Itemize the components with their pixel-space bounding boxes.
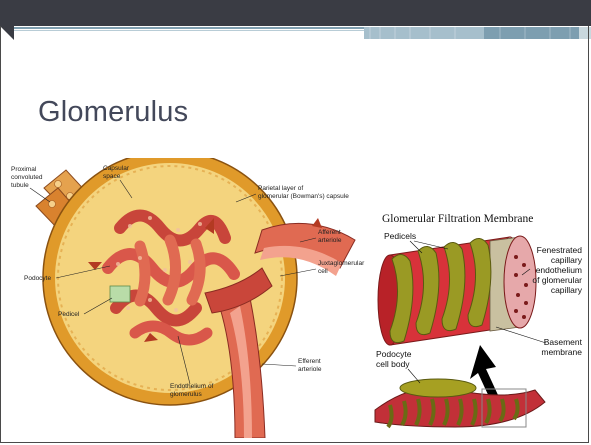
label-proximal-line3: tubule: [11, 182, 29, 189]
label-basement-line1: Basement: [544, 337, 583, 347]
label-parietal-line2: glomerular (Bowman's) capsule: [258, 193, 349, 200]
label-proximal-line1: Proximal: [11, 166, 37, 173]
label-capsular-line1: Capsular: [103, 165, 130, 172]
label-podocyte: Podocyte: [24, 275, 51, 282]
label-efferent-line2: arteriole: [298, 366, 322, 373]
label-efferent-line1: Efferent: [298, 358, 321, 365]
label-parietal-line1: Parietal layer of: [258, 185, 303, 192]
slide-top-bar: [0, 0, 591, 26]
filtration-membrane-diagram: Glomerular Filtration Membrane: [370, 195, 588, 445]
top-bar-decoration: [0, 0, 591, 26]
membrane-diagram-title: Glomerular Filtration Membrane: [382, 213, 533, 225]
label-fenestrated-line1: Fenestrated: [537, 245, 583, 255]
label-fenestrated-line3: endothelium: [536, 265, 582, 275]
label-podocyte-body-line2: cell body: [376, 359, 410, 369]
label-basement-line2: membrane: [541, 347, 582, 357]
label-endothelium-line2: glomerulus: [170, 391, 203, 398]
slide-title: Glomerulus: [38, 96, 188, 129]
label-fenestrated-line5: capillary: [551, 285, 583, 295]
label-juxta-line2: cell: [318, 268, 328, 275]
glomerulus-diagram: Proximal convoluted tubule Capsular spac…: [0, 158, 370, 438]
label-afferent-line1: Afferent: [318, 229, 341, 236]
label-fenestrated-line2: capillary: [551, 255, 583, 265]
label-endothelium-line1: Endothelium of: [170, 383, 214, 390]
label-afferent-line2: arteriole: [318, 237, 342, 244]
label-fenestrated-line4: of glomerular: [532, 275, 582, 285]
label-proximal-line2: convoluted: [11, 174, 43, 181]
label-juxta-line1: Juxtaglomerular: [318, 260, 365, 267]
label-podocyte-body-line1: Podocyte: [376, 349, 412, 359]
label-capsular-line2: space: [103, 173, 121, 180]
podocyte-cell-body: [375, 379, 545, 427]
label-pedicels: Pedicels: [384, 231, 416, 241]
pedicel-highlight: [110, 286, 130, 302]
label-pedicel: Pedicel: [58, 311, 80, 318]
